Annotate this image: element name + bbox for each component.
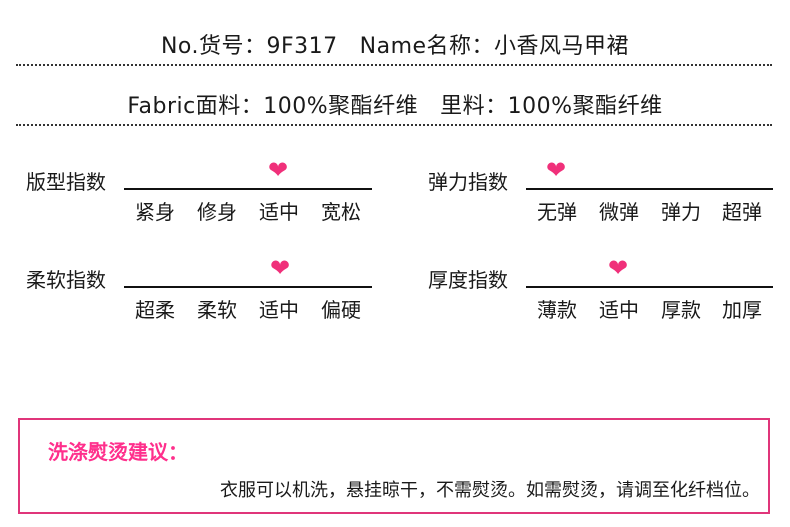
rating-option: 适中 bbox=[599, 298, 639, 322]
rating-option: 微弹 bbox=[599, 200, 639, 224]
care-title: 洗涤熨烫建议： bbox=[48, 440, 188, 464]
rating-option: 超弹 bbox=[722, 200, 762, 224]
rating-option: 无弹 bbox=[537, 200, 577, 224]
product-id-line: No.货号：9F317 Name名称：小香风马甲裙 bbox=[0, 28, 790, 60]
care-text: 衣服可以机洗，悬挂晾干，不需熨烫。如需熨烫，请调至化纤档位。 bbox=[220, 480, 760, 501]
fabric-value: 100%聚酯纤维 bbox=[263, 94, 419, 119]
rating-label: 弹力指数 bbox=[428, 170, 508, 194]
rating-option: 厚款 bbox=[661, 298, 701, 322]
rating-scale-line bbox=[526, 188, 773, 190]
heart-icon: ❤ bbox=[267, 156, 289, 184]
rating-option: 偏硬 bbox=[321, 298, 361, 322]
rating-scale-line bbox=[124, 286, 372, 288]
rating-label: 厚度指数 bbox=[428, 268, 508, 292]
dotted-divider-top bbox=[16, 64, 772, 66]
rating-scale-line bbox=[124, 188, 372, 190]
rating-option: 适中 bbox=[259, 298, 299, 322]
rating-option: 弹力 bbox=[661, 200, 701, 224]
rating-option: 薄款 bbox=[537, 298, 577, 322]
rating-thickness: 厚度指数 ❤ 薄款 适中 厚款 加厚 bbox=[428, 254, 778, 322]
heart-icon: ❤ bbox=[269, 254, 291, 282]
rating-fit: 版型指数 ❤ 紧身 修身 适中 宽松 bbox=[26, 156, 376, 224]
rating-elasticity: 弹力指数 ❤ 无弹 微弹 弹力 超弹 bbox=[428, 156, 778, 224]
rating-scale-line bbox=[526, 286, 773, 288]
rating-option: 宽松 bbox=[321, 200, 361, 224]
rating-label: 版型指数 bbox=[26, 170, 106, 194]
heart-icon: ❤ bbox=[607, 254, 629, 282]
product-name-label: Name名称： bbox=[359, 34, 495, 59]
dotted-divider-bottom bbox=[16, 124, 772, 126]
rating-option: 紧身 bbox=[135, 200, 175, 224]
rating-option: 适中 bbox=[259, 200, 299, 224]
rating-option: 修身 bbox=[197, 200, 237, 224]
item-no-value: 9F317 bbox=[266, 34, 338, 59]
rating-option: 柔软 bbox=[197, 298, 237, 322]
item-no-label: No.货号： bbox=[160, 34, 267, 59]
product-name-value: 小香风马甲裙 bbox=[494, 34, 630, 59]
care-instructions-box: 洗涤熨烫建议： 衣服可以机洗，悬挂晾干，不需熨烫。如需熨烫，请调至化纤档位。 bbox=[18, 418, 770, 514]
rating-softness: 柔软指数 ❤ 超柔 柔软 适中 偏硬 bbox=[26, 254, 376, 322]
lining-label: 里料： bbox=[440, 94, 508, 119]
rating-option: 加厚 bbox=[722, 298, 762, 322]
fabric-label: Fabric面料： bbox=[127, 94, 264, 119]
heart-icon: ❤ bbox=[545, 156, 567, 184]
rating-option: 超柔 bbox=[135, 298, 175, 322]
fabric-line: Fabric面料：100%聚酯纤维里料：100%聚酯纤维 bbox=[0, 88, 790, 120]
lining-value: 100%聚酯纤维 bbox=[507, 94, 663, 119]
rating-label: 柔软指数 bbox=[26, 268, 106, 292]
